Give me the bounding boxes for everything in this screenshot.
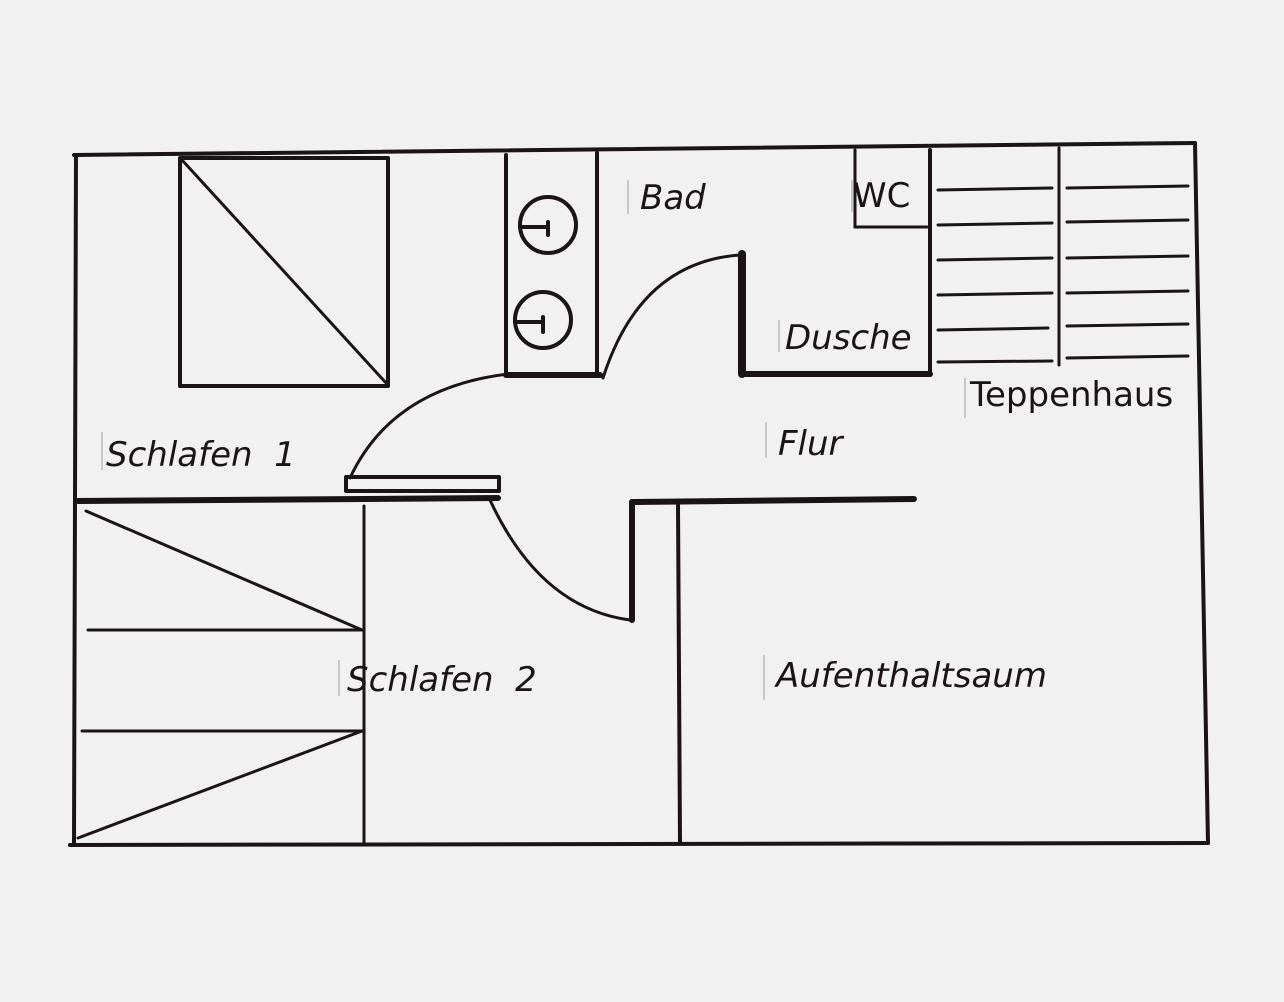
label-dusche: Dusche bbox=[785, 318, 912, 358]
door-schlafen-2 bbox=[488, 498, 632, 622]
wall-schlafen-divider bbox=[75, 475, 501, 504]
door-bath bbox=[601, 253, 742, 380]
sink-icon bbox=[513, 290, 573, 350]
label-schlafen-1: Schlafen 1 bbox=[106, 435, 296, 475]
label-schlafen-2: Schlafen 2 bbox=[347, 660, 537, 700]
sink-cabinet bbox=[503, 151, 603, 378]
bed-schlafen-1 bbox=[178, 156, 390, 388]
outer-walls bbox=[68, 141, 1210, 847]
label-bad: Bad bbox=[640, 178, 706, 218]
label-aufenthaltsraum: Aufenthaltsaum bbox=[774, 656, 1047, 696]
sink-icon bbox=[518, 195, 578, 255]
door-schlafen-1 bbox=[348, 372, 510, 480]
staircase bbox=[936, 146, 1190, 367]
label-wc: WC bbox=[853, 176, 910, 216]
label-treppenhaus: Teppenhaus bbox=[969, 375, 1173, 415]
bath-walls bbox=[738, 148, 933, 378]
label-ticks bbox=[101, 180, 966, 700]
label-flur: Flur bbox=[778, 424, 845, 464]
wall-aufenthaltsraum bbox=[629, 496, 917, 845]
beds-schlafen-2 bbox=[76, 504, 366, 847]
wc-box bbox=[853, 148, 929, 229]
